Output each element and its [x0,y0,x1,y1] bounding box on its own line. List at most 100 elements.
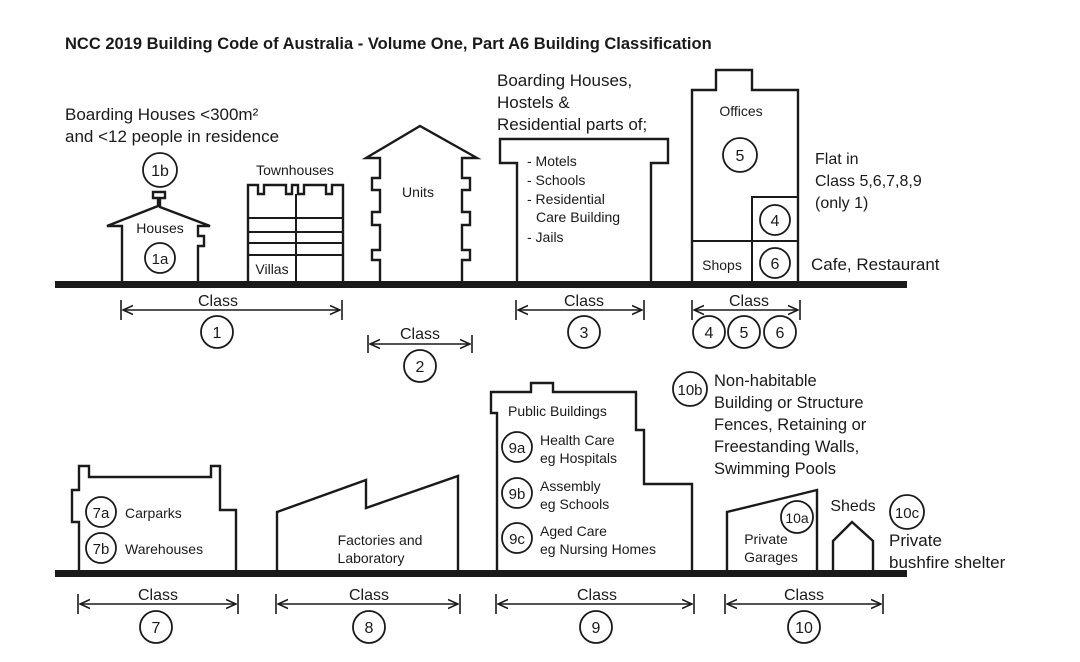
hostel-outline [498,137,670,283]
factories-line2: Laboratory [338,550,405,566]
svg-text:10a: 10a [785,510,809,526]
diagram-title: NCC 2019 Building Code of Australia - Vo… [65,35,712,53]
flat-line1: Flat in [815,151,859,168]
svg-text:Class: Class [400,326,440,343]
nonhab-line3: Fences, Retaining or [714,416,867,434]
badge-10b: 10b [672,371,708,407]
svg-text:4: 4 [771,213,780,230]
health-line1: Health Care [540,432,615,448]
svg-text:Class: Class [349,587,389,604]
ground-line-bottom [55,570,907,577]
boarding-line2: Hostels & [497,93,570,112]
badge-7b: 7b [85,532,117,564]
svg-text:7a: 7a [93,505,110,522]
badge-4: 4 [759,204,791,236]
badge-10c: 10c [889,494,925,530]
units-label: Units [402,184,434,200]
badge-6: 6 [759,247,791,279]
health-line2: eg Hospitals [540,450,617,466]
svg-text:9c: 9c [509,531,525,548]
list-jails: - Jails [527,229,564,245]
aged-line2: eg Nursing Homes [540,541,656,557]
assembly-line2: eg Schools [540,496,609,512]
svg-text:8: 8 [365,620,374,637]
svg-text:4: 4 [705,325,714,342]
nonhab-line4: Freestanding Walls, [714,438,859,456]
svg-text:Class: Class [564,293,604,310]
badge-9c: 9c [501,522,533,554]
svg-text:6: 6 [771,256,780,273]
units-outline [361,124,482,283]
class-456-dimension: Class 4 5 6 [691,293,801,349]
houses-label: Houses [136,220,183,236]
list-schools: - Schools [527,172,585,188]
list-residential-2: Care Building [536,209,620,225]
svg-text:3: 3 [580,325,589,342]
badge-1b: 1b [142,152,178,188]
class-10-dimension: Class 10 [724,587,884,644]
svg-text:6: 6 [776,325,785,342]
class-7-dimension: Class 7 [77,587,239,644]
public-building-outline [489,381,694,572]
badge-5: 5 [722,137,758,173]
shops-label: Shops [702,257,742,273]
assembly-line1: Assembly [540,478,601,494]
badge-9b: 9b [501,477,533,509]
list-motels: - Motels [527,153,577,169]
factory-outline [275,474,460,572]
svg-text:1: 1 [213,325,222,342]
factories-line1: Factories and [338,532,423,548]
boarding-small-line2: and <12 people in residence [65,127,279,146]
svg-text:Class: Class [784,587,824,604]
svg-text:Class: Class [729,293,769,310]
class-8-dimension: Class 8 [275,587,461,644]
svg-text:9: 9 [592,620,601,637]
shelter-line2: bushfire shelter [889,553,1006,572]
warehouses-label: Warehouses [125,541,203,557]
townhouses-label: Townhouses [256,162,334,178]
garages-line1: Private [744,531,788,547]
class-9-dimension: Class 9 [495,587,695,644]
svg-text:9b: 9b [509,486,526,503]
badge-9a: 9a [501,431,533,463]
garages-line2: Garages [744,549,798,565]
badge-1a: 1a [144,242,176,274]
class-3-dimension: Class 3 [515,293,645,349]
public-buildings-label: Public Buildings [508,403,607,419]
svg-text:7: 7 [152,620,161,637]
svg-text:Class: Class [198,293,238,310]
flat-line3: (only 1) [815,195,868,212]
shed-outline [831,520,875,572]
badge-7a: 7a [85,496,117,528]
svg-text:Class: Class [577,587,617,604]
shelter-line1: Private [889,531,942,550]
svg-text:5: 5 [736,148,745,165]
svg-text:7b: 7b [93,541,110,558]
offices-label: Offices [719,103,762,119]
aged-line1: Aged Care [540,523,607,539]
cafe-label: Cafe, Restaurant [811,255,940,274]
boarding-line1: Boarding Houses, [497,71,632,90]
svg-text:Class: Class [138,587,178,604]
svg-text:1b: 1b [151,163,169,180]
svg-text:5: 5 [740,325,749,342]
list-residential-1: - Residential [527,191,605,207]
badge-10a: 10a [780,500,814,534]
svg-text:2: 2 [416,359,425,376]
svg-text:1a: 1a [152,251,169,268]
class-1-dimension: Class 1 [120,293,343,349]
nonhab-line5: Swimming Pools [714,460,836,478]
villas-label: Villas [255,261,288,277]
flat-line2: Class 5,6,7,8,9 [815,173,922,190]
svg-text:10c: 10c [895,505,920,522]
nonhab-line2: Building or Structure [714,394,864,412]
carparks-label: Carparks [125,505,182,521]
svg-text:10: 10 [795,620,813,637]
svg-text:9a: 9a [509,440,526,457]
house-outline [106,190,211,283]
ground-line-top [55,281,907,288]
boarding-line3: Residential parts of; [497,115,647,134]
boarding-small-line1: Boarding Houses <300m² [65,105,259,124]
class-2-dimension: Class 2 [367,326,473,383]
